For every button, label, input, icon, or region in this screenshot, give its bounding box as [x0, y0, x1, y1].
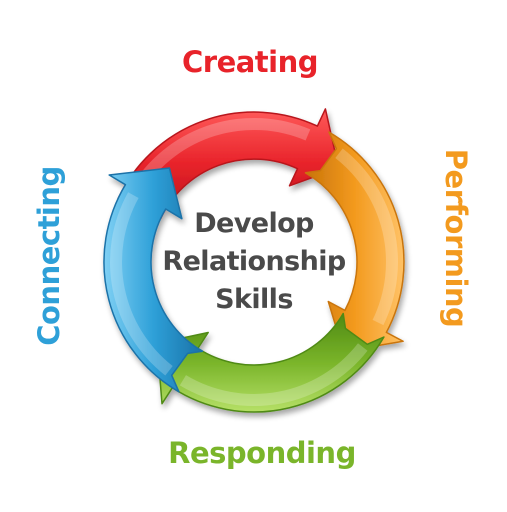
arrow-creating-highlight	[133, 117, 311, 191]
cycle-arrows	[103, 108, 405, 413]
step-label-performing: Performing	[439, 149, 473, 328]
arrow-performing-highlight	[335, 148, 398, 326]
step-label-responding: Responding	[168, 436, 356, 470]
step-label-connecting: Connecting	[32, 166, 66, 346]
center-title-line-1: Develop	[194, 208, 314, 239]
step-label-creating: Creating	[182, 45, 318, 79]
center-title-line-3: Skills	[215, 284, 293, 315]
step-labels: Creating Performing Responding Connectin…	[31, 44, 475, 472]
center-title: Develop Relationship Skills	[162, 208, 346, 315]
center-title-line-2: Relationship	[162, 246, 345, 277]
arrow-connecting	[103, 167, 204, 393]
arrow-responding-highlight	[179, 343, 368, 407]
arrow-connecting-highlight	[110, 192, 173, 376]
